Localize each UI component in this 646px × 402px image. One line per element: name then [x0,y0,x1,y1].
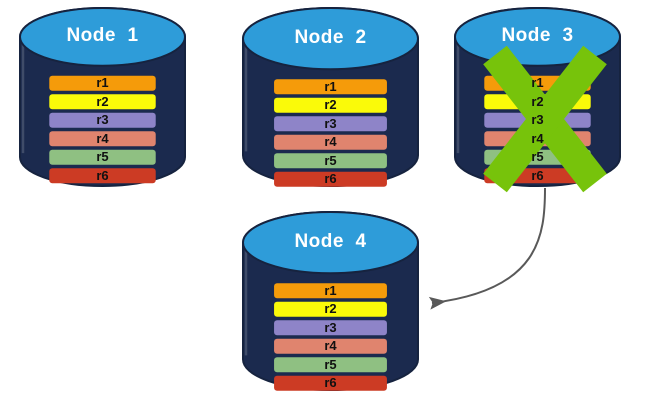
row-bar-node4-r5[interactable] [274,357,387,373]
failure-x-stroke-b [483,45,607,193]
node-shapes-layer [19,7,621,391]
overlay-layer [428,45,607,310]
replication-arrow [428,187,546,310]
row-bar-node2-r5[interactable] [274,153,387,169]
row-bar-node2-r6[interactable] [274,171,387,187]
row-bar-node1-r2[interactable] [49,94,156,110]
row-bar-node1-r5[interactable] [49,149,156,165]
failure-x-icon [483,45,607,193]
row-bar-node1-r1[interactable] [49,75,156,91]
row-bar-node1-r3[interactable] [49,112,156,128]
row-bar-node1-r4[interactable] [49,131,156,147]
cylinder-top [242,7,419,71]
cylinder-top [454,7,621,67]
row-bar-node2-r3[interactable] [274,116,387,132]
row-bar-node2-r4[interactable] [274,134,387,150]
row-bar-node2-r1[interactable] [274,79,387,95]
cylinder-top [19,7,186,67]
cylinder-top [242,211,419,275]
row-bar-node2-r2[interactable] [274,97,387,113]
row-bar-node4-r2[interactable] [274,301,387,317]
row-bar-node4-r3[interactable] [274,320,387,336]
row-bar-node4-r1[interactable] [274,283,387,299]
row-bar-node1-r6[interactable] [49,168,156,184]
row-bar-node4-r6[interactable] [274,375,387,391]
row-bar-node4-r4[interactable] [274,338,387,354]
